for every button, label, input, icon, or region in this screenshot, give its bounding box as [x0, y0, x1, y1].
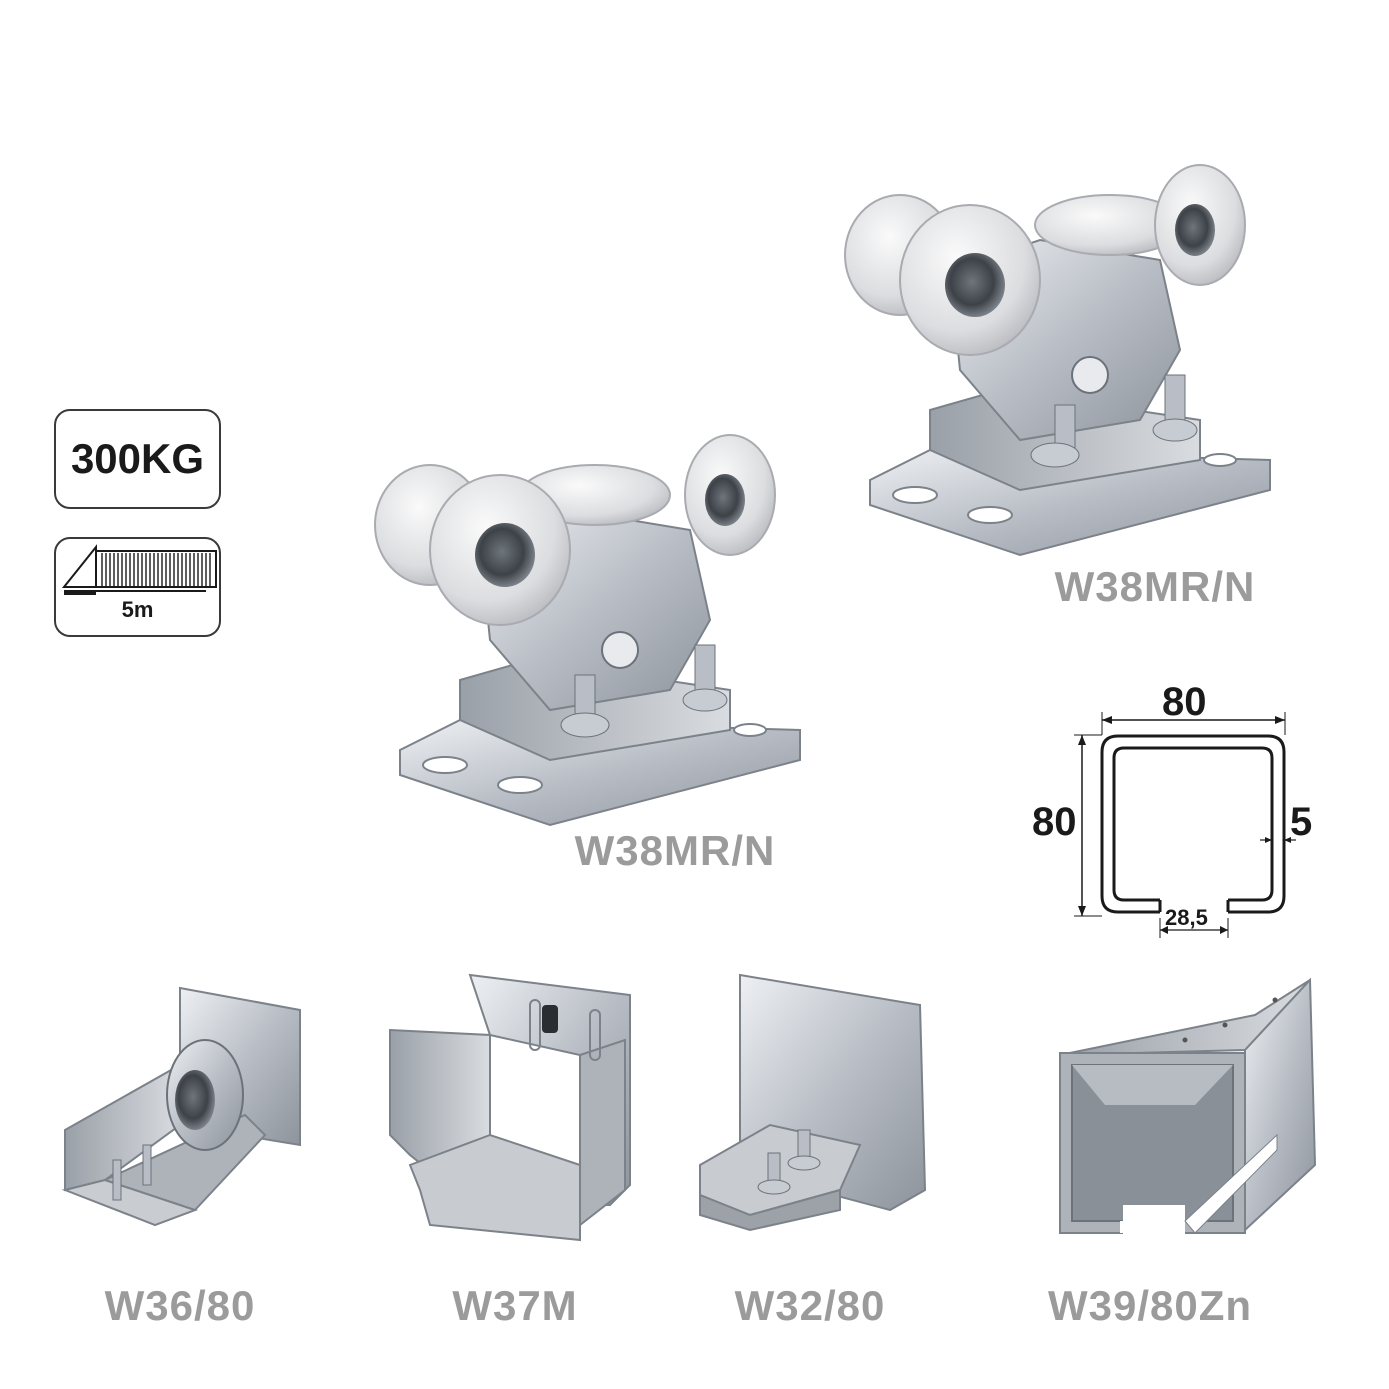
- carriage-image-front: [374, 434, 801, 827]
- carriage-label-front: W38MR/N: [574, 827, 776, 874]
- end-cap-label: W32/80: [734, 1282, 886, 1329]
- gate-length-badge: 5m: [54, 537, 221, 637]
- load-capacity-badge: 300KG: [54, 409, 221, 509]
- profile-width-label: 80: [1162, 680, 1207, 724]
- profile-thickness-label: 5: [1290, 800, 1313, 844]
- rail-image: [1059, 977, 1317, 1235]
- rail-label: W39/80Zn: [1047, 1282, 1253, 1329]
- catcher-label: W37M: [452, 1282, 578, 1329]
- profile-slot-label: 28,5: [1165, 905, 1208, 930]
- carriage-image-back: [844, 164, 1271, 557]
- roller-stop-image: [61, 986, 301, 1227]
- gate-length-text: 5m: [121, 597, 154, 622]
- rail-profile-drawing: [1074, 712, 1296, 938]
- profile-height-label: 80: [1032, 800, 1077, 844]
- roller-stop-label: W36/80: [104, 1282, 256, 1329]
- catcher-image: [389, 973, 631, 1242]
- end-cap-image: [699, 973, 927, 1232]
- sliding-gate-icon: [61, 544, 217, 595]
- carriage-label-back: W38MR/N: [1054, 563, 1256, 610]
- load-capacity-text: 300KG: [70, 435, 205, 482]
